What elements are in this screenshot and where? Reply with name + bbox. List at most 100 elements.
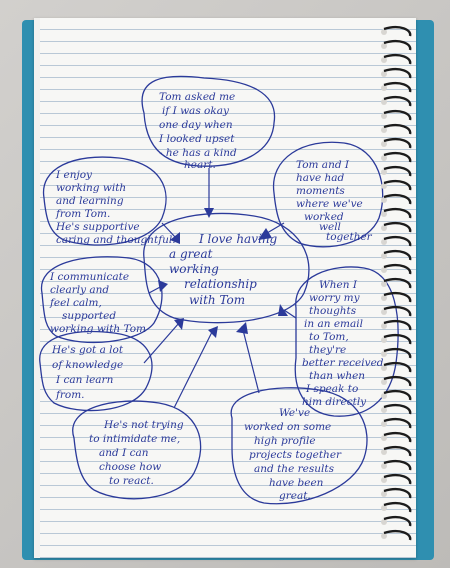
spiral-hole — [381, 239, 387, 245]
spiral-ring — [383, 67, 412, 79]
spiral-ring — [383, 235, 412, 247]
spiral-hole — [381, 309, 387, 315]
spiral-ring — [383, 529, 412, 541]
bubble-projects: We've worked on some high profile projec… — [244, 407, 344, 502]
arrow-communicate — [148, 280, 168, 294]
spiral-ring — [383, 179, 412, 191]
spiral-hole — [381, 393, 387, 399]
bubble-asked: Tom asked me if I was okay one day when … — [158, 91, 240, 171]
spiral-hole — [381, 281, 387, 287]
spiral-hole — [381, 211, 387, 217]
spiral-ring — [383, 319, 412, 331]
spiral-hole — [381, 323, 387, 329]
spiral-hole — [381, 127, 387, 133]
arrow-worry — [278, 304, 297, 319]
spiral-ring — [383, 249, 412, 261]
bubble-outline-intimidate — [72, 400, 202, 500]
spiral-hole — [381, 491, 387, 497]
spiral-hole — [381, 253, 387, 259]
spiral-hole — [381, 155, 387, 161]
spiral-ring — [383, 487, 412, 499]
bubble-communicate: I communicate clearly and feel calm, sup… — [49, 271, 146, 335]
spiral-hole — [381, 463, 387, 469]
spiral-ring — [383, 137, 412, 149]
bubble-outline-center — [143, 212, 310, 324]
spiral-hole — [381, 407, 387, 413]
bubble-moments: Tom and I have had moments where we've w… — [296, 159, 373, 243]
spiral-ring — [383, 417, 412, 429]
bubble-outline-communicate — [40, 256, 163, 344]
spiral-hole — [381, 141, 387, 147]
spiral-hole — [381, 477, 387, 483]
bubble-intimidate: He's not trying to intimidate me, and I … — [89, 419, 187, 487]
bubble-knowledge: He's got a lot of knowledge I can learn … — [51, 344, 127, 401]
arrow-asked — [204, 168, 214, 218]
bubble-worry: When I worry my thoughts in an email to … — [302, 279, 387, 408]
spiral-hole — [381, 29, 387, 35]
spiral-ring — [383, 375, 412, 387]
mind-map: Tom asked me if I was okay one day when … — [39, 75, 399, 505]
spiral-hole — [381, 379, 387, 385]
spiral-ring — [383, 263, 412, 275]
bubble-outline-asked — [141, 75, 276, 167]
spiral-hole — [381, 533, 387, 539]
spiral-hole — [381, 113, 387, 119]
spiral-hole — [381, 183, 387, 189]
spiral-hole — [381, 43, 387, 49]
spiral-ring — [383, 459, 412, 471]
spiral-hole — [381, 435, 387, 441]
spiral-ring — [383, 305, 412, 317]
spiral-ring — [383, 81, 412, 93]
spiral-ring — [383, 347, 412, 359]
spiral-binding — [381, 25, 412, 541]
spiral-hole — [381, 267, 387, 273]
spiral-ring — [383, 53, 412, 65]
spiral-ring — [383, 291, 412, 303]
spiral-hole — [381, 197, 387, 203]
spiral-hole — [381, 421, 387, 427]
central-topic: I love having a great working relationsh… — [169, 232, 281, 307]
spiral-ring — [383, 403, 412, 415]
page-margin — [34, 18, 40, 558]
arrow-knowledge — [143, 318, 184, 364]
spiral-hole — [381, 449, 387, 455]
arrow-enjoy — [161, 222, 180, 244]
spiral-ring — [383, 95, 412, 107]
arrow-moments — [258, 222, 285, 240]
spiral-hole — [381, 99, 387, 105]
spiral-ring — [383, 361, 412, 373]
spiral-ring — [383, 25, 412, 37]
spiral-ring — [383, 431, 412, 443]
spiral-hole — [381, 295, 387, 301]
bubble-outline-moments — [272, 141, 384, 248]
bubble-outline-knowledge — [39, 330, 153, 412]
spiral-hole — [381, 337, 387, 343]
spiral-ring — [383, 109, 412, 121]
spiral-hole — [381, 365, 387, 371]
bubble-outline-projects — [230, 387, 368, 505]
spiral-ring — [383, 207, 412, 219]
spiral-ring — [383, 333, 412, 345]
spiral-hole — [381, 225, 387, 231]
spiral-hole — [381, 351, 387, 357]
spiral-ring — [383, 515, 412, 527]
spiral-ring — [383, 39, 412, 51]
bubble-enjoy: I enjoy working with and learning from T… — [55, 169, 176, 246]
spiral-hole — [381, 85, 387, 91]
spiral-ring — [383, 165, 412, 177]
spiral-ring — [383, 193, 412, 205]
arrow-projects — [236, 322, 260, 394]
bubble-outline-enjoy — [42, 156, 167, 246]
spiral-hole — [381, 71, 387, 77]
spiral-ring — [383, 473, 412, 485]
spiral-hole — [381, 519, 387, 525]
arrow-intimidate — [173, 326, 218, 409]
spiral-ring — [383, 277, 412, 289]
spiral-ring — [383, 445, 412, 457]
spiral-ring — [383, 221, 412, 233]
spiral-ring — [383, 389, 412, 401]
spiral-ring — [383, 501, 412, 513]
spiral-ring — [383, 151, 412, 163]
spiral-hole — [381, 505, 387, 511]
